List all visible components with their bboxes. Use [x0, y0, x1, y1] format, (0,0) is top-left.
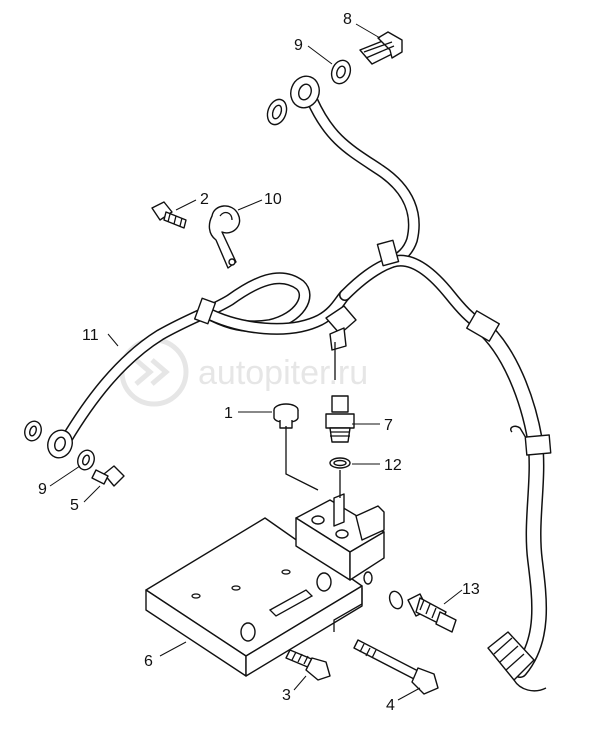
callout-9-lower: 9: [38, 481, 47, 498]
callout-13: 13: [462, 581, 480, 598]
center-fitting: [325, 305, 357, 380]
callout-3: 3: [282, 687, 291, 704]
part-5-bolt: [91, 465, 125, 487]
hose-end-connector: [487, 631, 547, 692]
callout-9: 9: [294, 37, 303, 54]
pipe-11: [60, 272, 351, 446]
upper-pipe: [306, 94, 420, 268]
part-3-bolt: [285, 649, 331, 681]
part-4-long-bolt: [353, 639, 439, 695]
part-13-fitting: [388, 590, 457, 633]
part-7-fitting: [325, 395, 355, 443]
callouts: 8 9 2 10 11 1 7 12 9 5 13 6 3 4: [38, 11, 480, 714]
callout-5: 5: [70, 497, 79, 514]
part-10-clamp: [208, 205, 241, 269]
callout-11: 11: [82, 327, 99, 344]
leader-lines: [49, 23, 463, 701]
part-8-banjo-bolt: [359, 31, 403, 65]
banjo-eye-top: [290, 75, 320, 109]
callout-6: 6: [144, 653, 153, 670]
left-banjo: [24, 420, 95, 471]
callout-2: 2: [200, 191, 209, 208]
callout-8: 8: [343, 11, 352, 28]
part-9-washers-top: [266, 59, 352, 126]
callout-7: 7: [384, 417, 393, 434]
callout-4: 4: [386, 697, 395, 714]
tee-pipe: [193, 239, 486, 331]
callout-12: 12: [384, 457, 402, 474]
watermark-text: autopiter.ru: [198, 354, 368, 392]
part-12-o-ring: [329, 457, 351, 469]
part-2-bolt: [151, 201, 187, 229]
part-6-block-assembly: [145, 426, 385, 677]
callout-10: 10: [264, 191, 282, 208]
callout-1: 1: [224, 405, 233, 422]
watermark: autopiter.ru: [119, 337, 368, 407]
part-1-plug: [273, 403, 299, 429]
right-hose: [466, 310, 552, 692]
